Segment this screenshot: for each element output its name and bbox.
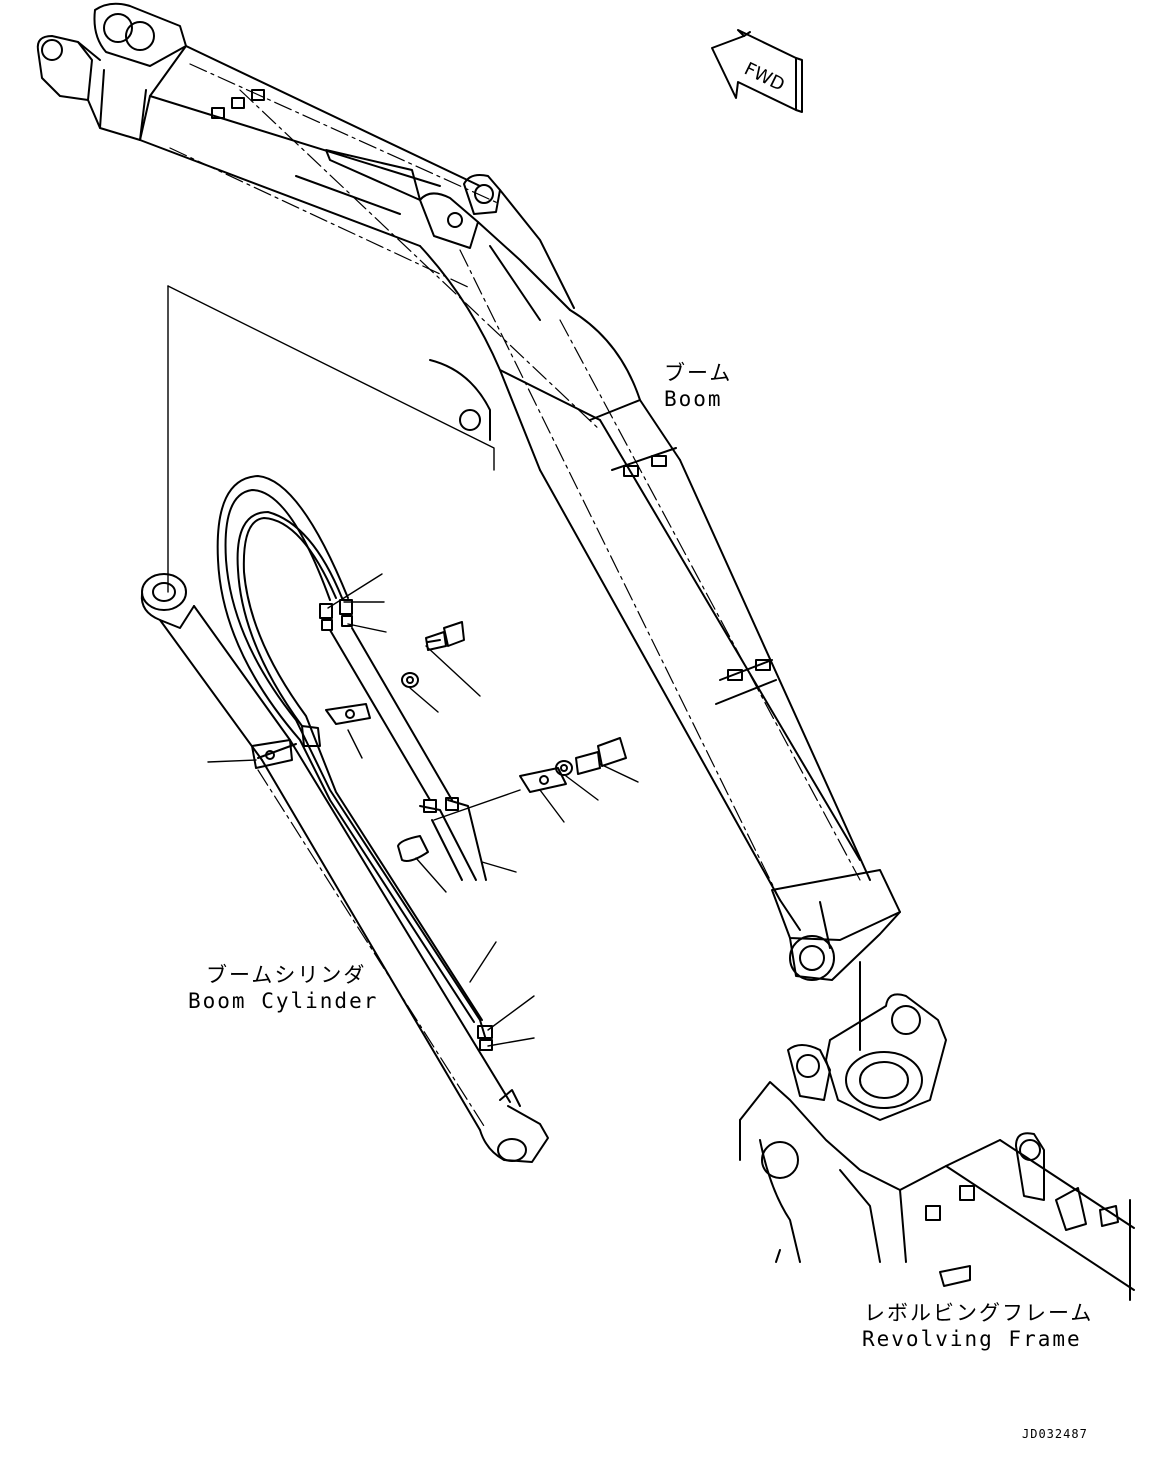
bolt-lower (575, 737, 627, 775)
leader-lines (167, 285, 639, 1047)
boom-centerlines (169, 63, 861, 901)
cylinder-centerline (257, 769, 485, 1127)
fwd-label: FWD (741, 58, 788, 95)
revolving-frame-label-jp: レボルビングフレーム (864, 1301, 1093, 1325)
fwd-text: FWD (741, 58, 788, 95)
revolving-frame-label-en: Revolving Frame (862, 1327, 1082, 1351)
hose-assembly (216, 475, 493, 1051)
clamp-lower (397, 835, 429, 862)
drawing-id: JD032487 (1022, 1427, 1088, 1441)
boom-label-jp: ブーム (664, 361, 732, 385)
clamp-middle (519, 767, 567, 793)
boom-label-en: Boom (664, 387, 723, 411)
boom-cylinder-label-en: Boom Cylinder (188, 989, 378, 1013)
washer-upper (401, 672, 419, 688)
clamp-upper (325, 703, 371, 725)
fwd-arrow-icon (711, 29, 803, 113)
washer-lower (555, 760, 573, 776)
revolving-frame (739, 961, 1135, 1301)
boom-cylinder-label-jp: ブームシリンダ (206, 963, 366, 987)
boom-cylinder (140, 573, 549, 1163)
bolt-upper (425, 621, 465, 651)
boom (36, 2, 901, 981)
